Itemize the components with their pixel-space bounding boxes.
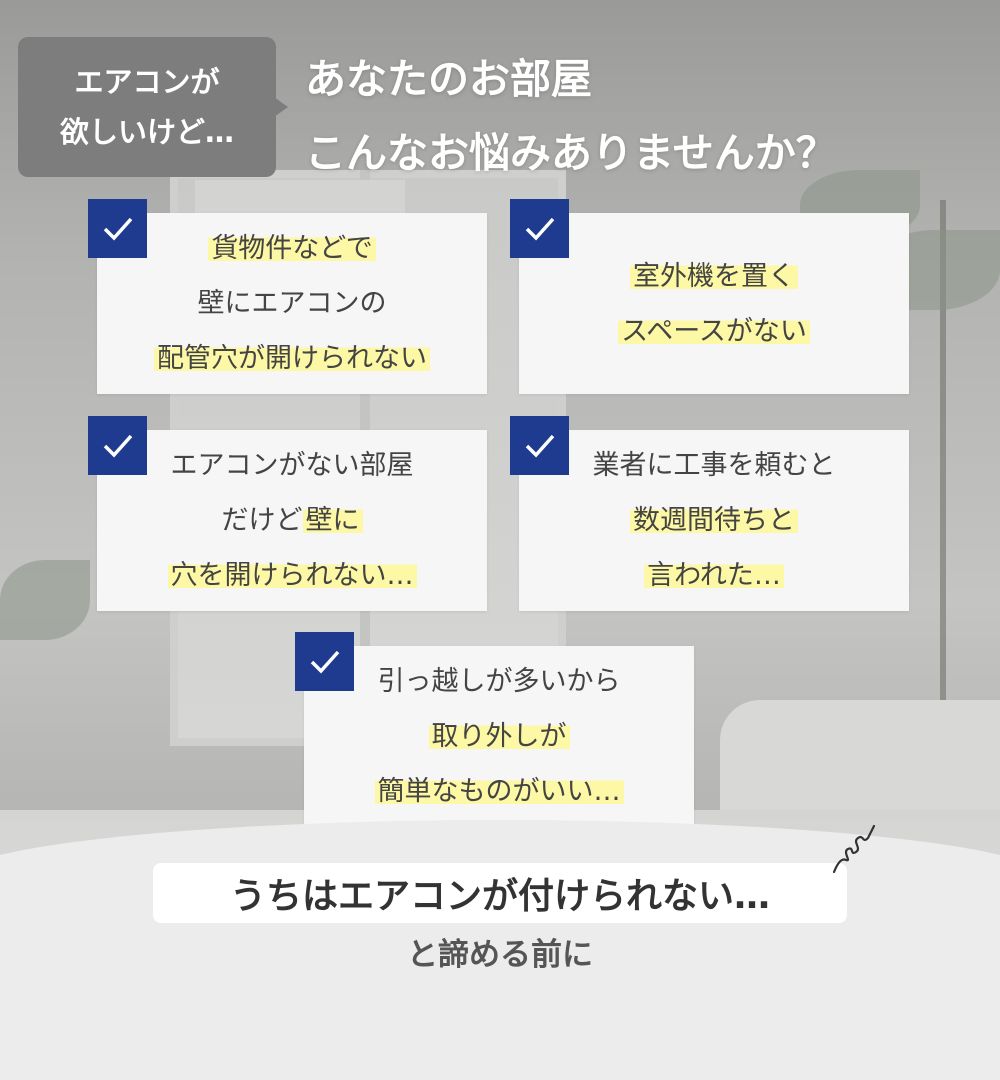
card-text-highlight: スペースがない xyxy=(618,315,810,347)
worry-card: 業者に工事を頼むと 数週間待ちと 言われた… xyxy=(510,416,909,611)
card-text-highlight: 室外機を置く xyxy=(630,260,798,292)
checkmark-icon xyxy=(510,199,569,258)
card-line: 数週間待ちと xyxy=(630,493,798,548)
card-text-highlight: 簡単なものがいい… xyxy=(374,776,624,807)
card-line: 引っ越しが多いから xyxy=(378,654,621,709)
card-text: 壁にエアコンの xyxy=(197,288,387,319)
speech-bubble-tail xyxy=(274,97,288,117)
card-text-highlight: 取り外しが xyxy=(428,721,570,752)
card-text-highlight: 言われた… xyxy=(644,560,784,591)
headline-line: こんなお悩みありませんか？ xyxy=(305,129,837,177)
card-line: 室外機を置く xyxy=(630,249,798,304)
checkmark-icon xyxy=(510,416,569,475)
bottom-subtext: と諦める前に xyxy=(407,937,593,973)
card-line: スペースがない xyxy=(618,304,810,359)
bottom-banner: うちはエアコンが付けられない… xyxy=(153,863,847,923)
bottom-banner-text: うちはエアコンが付けられない… xyxy=(229,876,770,917)
card-text: 業者に工事を頼むと xyxy=(592,450,836,481)
card-line: 配管穴が開けられない xyxy=(154,331,430,386)
card-text-highlight: 壁に xyxy=(302,505,363,536)
card-text: 引っ越しが多いから xyxy=(377,666,621,697)
worry-card: 室外機を置く スペースがない xyxy=(510,199,909,394)
card-text-highlight: 穴を開けられない… xyxy=(167,560,417,591)
card-line: だけど壁に xyxy=(222,493,363,548)
card-line: 言われた… xyxy=(644,548,784,603)
card-text: だけど xyxy=(221,505,303,536)
squiggle-icon xyxy=(832,824,876,874)
worry-card: エアコンがない部屋 だけど壁に 穴を開けられない… xyxy=(88,416,487,611)
speech-bubble-line: エアコンが xyxy=(74,65,220,99)
checkmark-icon xyxy=(88,199,147,258)
background-plant-leaf xyxy=(0,560,90,640)
card-text-highlight: 配管穴が開けられない xyxy=(154,343,430,374)
checkmark-icon xyxy=(88,416,147,475)
card-line: エアコンがない部屋 xyxy=(171,438,414,493)
speech-bubble: エアコンが 欲しいけど… xyxy=(18,37,288,177)
headline-line: あなたのお部屋 xyxy=(305,55,592,103)
card-line: 壁にエアコンの xyxy=(198,276,387,331)
card-line: 簡単なものがいい… xyxy=(374,764,624,819)
card-line: 取り外しが xyxy=(428,709,570,764)
worry-card: 引っ越しが多いから 取り外しが 簡単なものがいい… xyxy=(295,632,694,827)
checkmark-icon xyxy=(295,632,354,691)
card-line: 業者に工事を頼むと xyxy=(593,438,836,493)
headline: あなたのお部屋 こんなお悩みありませんか？ xyxy=(305,42,837,190)
worry-card: 貨物件などで 壁にエアコンの 配管穴が開けられない xyxy=(88,199,487,394)
speech-bubble-line: 欲しいけど… xyxy=(59,115,234,149)
card-text-highlight: 貨物件などで xyxy=(208,233,376,264)
card-text-highlight: 数週間待ちと xyxy=(630,505,798,536)
card-line: 貨物件などで xyxy=(208,221,376,276)
card-line: 穴を開けられない… xyxy=(167,548,417,603)
background-plant-stem xyxy=(940,200,946,800)
card-text: エアコンがない部屋 xyxy=(170,450,414,481)
